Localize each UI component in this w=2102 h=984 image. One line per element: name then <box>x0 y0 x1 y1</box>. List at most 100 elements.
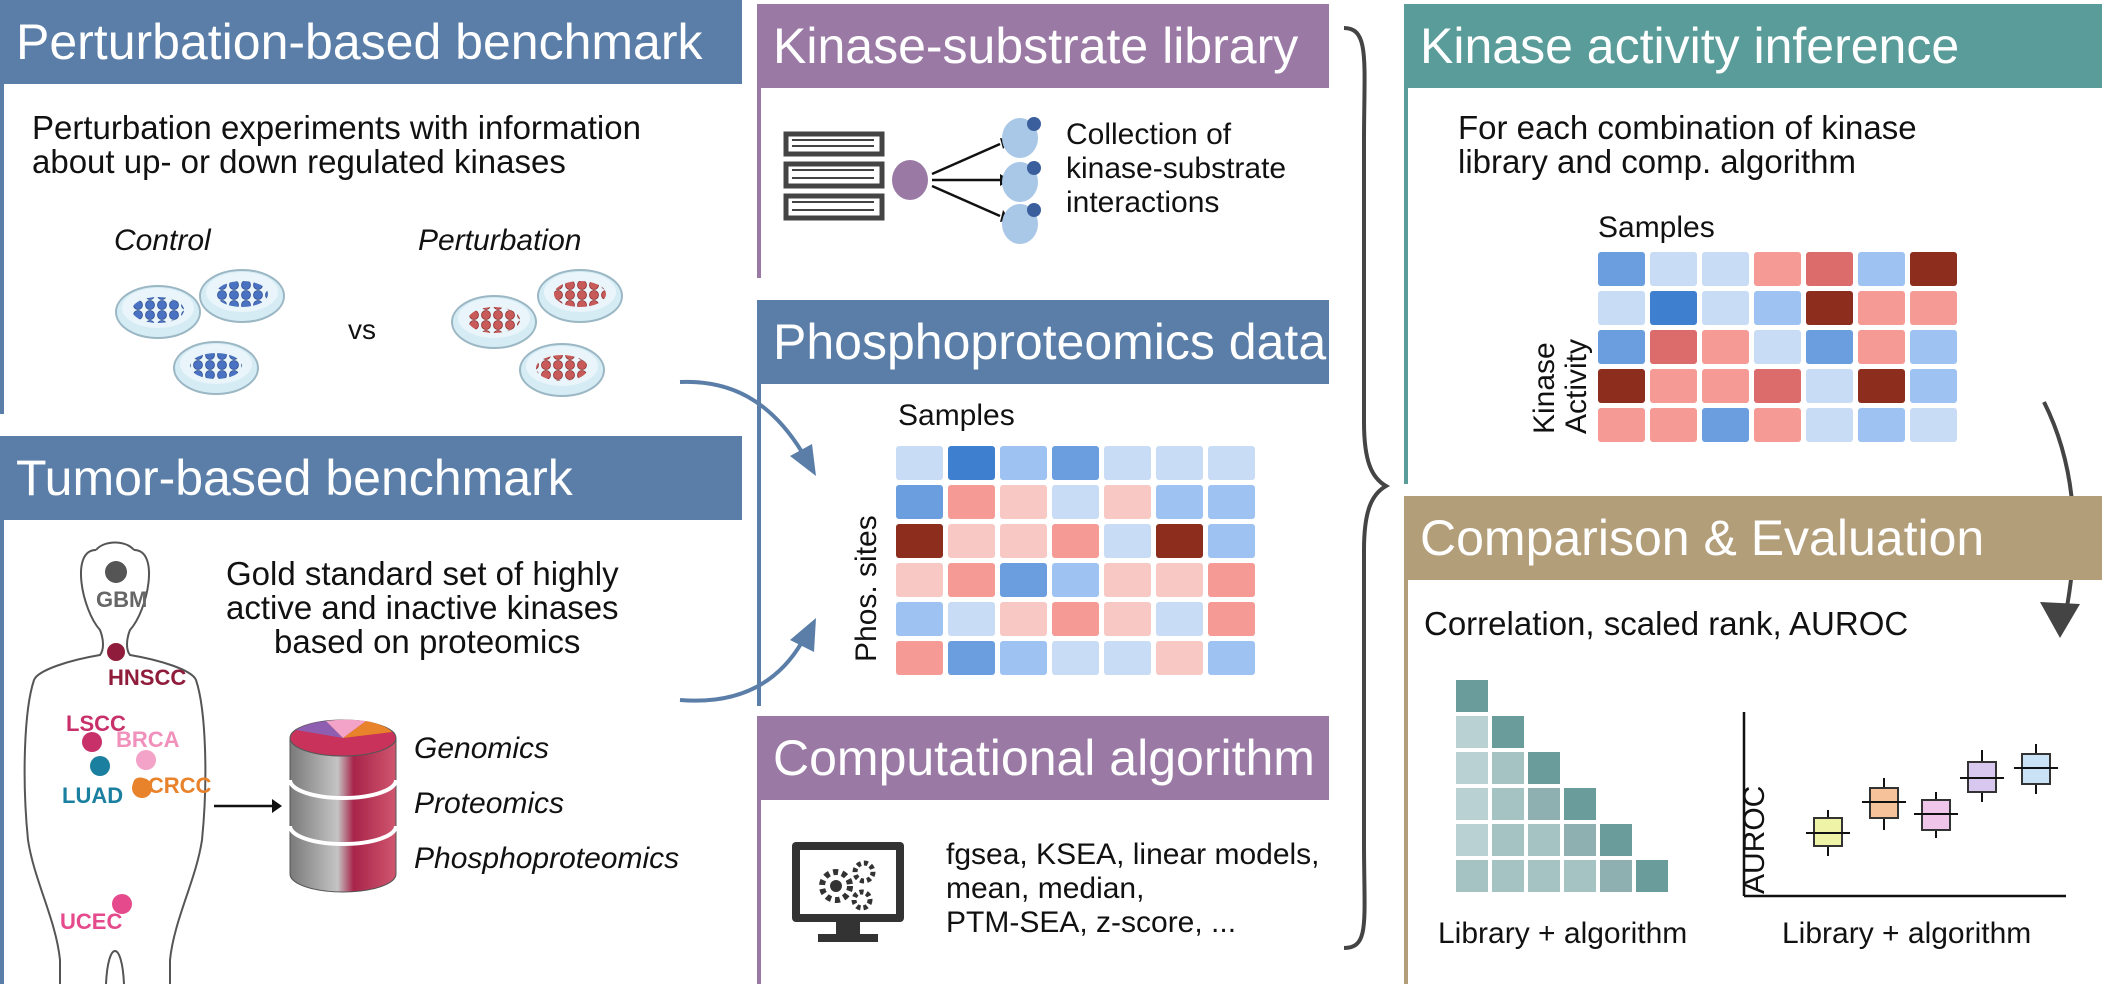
inference-heatmap-cell <box>1598 330 1645 364</box>
algorithm-banner: Computational algorithm <box>757 716 1329 800</box>
cancer-label-ccrcc: CCRCC <box>132 773 212 798</box>
perturbation-description-line2: about up- or down regulated kinases <box>32 143 566 180</box>
phospho-heatmap-cell <box>948 602 995 636</box>
cancer-label-ucec: UCEC <box>60 909 123 934</box>
tumor-description-line3: based on proteomics <box>274 623 581 660</box>
phospho-heatmap-cell <box>1104 524 1151 558</box>
svg-text:Kinase: Kinase <box>1528 342 1561 434</box>
box-5 <box>2014 744 2058 794</box>
phospho-heatmap-cell <box>1052 446 1099 480</box>
inference-heatmap-cell <box>1702 252 1749 286</box>
inference-heatmap-cell <box>1650 291 1697 325</box>
inference-heatmap-cell <box>1754 291 1801 325</box>
cancer-label-brca: BRCA <box>116 727 180 752</box>
omics-label-phosphoproteomics: Phosphoproteomics <box>414 842 680 875</box>
perturbation-left-border <box>0 84 4 414</box>
kinase-substrate-network-icon <box>892 117 1041 244</box>
phospho-heatmap-cell <box>1208 485 1255 519</box>
inference-heatmap-cell <box>1650 252 1697 286</box>
phospho-heatmap-cell <box>1000 563 1047 597</box>
phospho-heatmap-cell <box>1156 446 1203 480</box>
phospho-heatmap-cell <box>1104 446 1151 480</box>
inference-heatmap-cell <box>1806 408 1853 442</box>
box-4 <box>1960 750 2004 802</box>
algorithm-description-line3: PTM-SEA, z-score, ... <box>946 906 1237 939</box>
phospho-heatmap-cell <box>896 524 943 558</box>
box-3 <box>1914 792 1958 838</box>
control-dish-2 <box>199 269 285 323</box>
inference-heatmap-cell <box>1806 291 1853 325</box>
perturbation-description-line1: Perturbation experiments with informatio… <box>32 109 641 146</box>
inference-banner: Kinase activity inference <box>1404 4 2102 88</box>
phospho-heatmap-cell <box>1156 641 1203 675</box>
phospho-heatmap-cell <box>896 485 943 519</box>
correlation-triangle-matrix <box>1456 680 1668 892</box>
phospho-heatmap-cell <box>1052 485 1099 519</box>
inference-heatmap-cell <box>1702 330 1749 364</box>
inference-heatmap-cell <box>1858 330 1905 364</box>
evaluation-banner: Comparison & Evaluation <box>1404 496 2102 580</box>
inference-heatmap <box>1598 252 1957 442</box>
phospho-heatmap-cell <box>1208 641 1255 675</box>
phospho-banner: Phosphoproteomics data <box>757 300 1329 384</box>
phospho-heatmap-cell <box>1208 602 1255 636</box>
inference-heatmap-cell <box>1910 291 1957 325</box>
phospho-heatmap-cell <box>948 485 995 519</box>
omics-cylinder <box>288 719 398 893</box>
inference-heatmap-cell <box>1650 369 1697 403</box>
luad-marker <box>90 756 110 776</box>
brca-marker <box>136 750 156 770</box>
phospho-heatmap-cell <box>1052 641 1099 675</box>
library-description-line1: Collection of <box>1066 118 1232 151</box>
library-left-border <box>757 88 761 278</box>
phospho-heatmap-cell <box>1208 563 1255 597</box>
phospho-heatmap-cell <box>896 446 943 480</box>
inference-heatmap-cell <box>1858 408 1905 442</box>
inference-heatmap-cell <box>1754 330 1801 364</box>
phospho-heatmap <box>896 446 1255 675</box>
phospho-heatmap-cell <box>896 602 943 636</box>
algorithm-description-line2: mean, median, <box>946 872 1145 905</box>
phospho-heatmap-cell <box>1052 524 1099 558</box>
inference-heatmap-cell <box>1650 330 1697 364</box>
svg-text:Phos. sites: Phos. sites <box>850 515 883 662</box>
svg-text:AUROC: AUROC <box>1738 786 1771 894</box>
phospho-arrow-bottom <box>679 618 816 703</box>
inference-heatmap-cell <box>1754 408 1801 442</box>
inference-heatmap-cell <box>1754 252 1801 286</box>
phospho-heatmap-cell <box>1000 602 1047 636</box>
library-banner: Kinase-substrate library <box>757 4 1329 88</box>
inference-heatmap-cell <box>1858 369 1905 403</box>
phospho-heatmap-cell <box>1000 446 1047 480</box>
library-description-line2: kinase-substrate <box>1066 152 1287 185</box>
phospho-heatmap-cell <box>1156 563 1203 597</box>
inference-heatmap-cell <box>1754 369 1801 403</box>
evaluation-xlabel-left: Library + algorithm <box>1438 917 1688 950</box>
phospho-heatmap-cell <box>1156 602 1203 636</box>
inference-heatmap-cell <box>1910 408 1957 442</box>
control-dish-1 <box>115 285 201 339</box>
inference-heatmap-cell <box>1858 252 1905 286</box>
phospho-heatmap-cell <box>1104 641 1151 675</box>
phospho-heatmap-cell <box>948 524 995 558</box>
phospho-heatmap-cell <box>1052 563 1099 597</box>
inference-description-line2: library and comp. algorithm <box>1458 143 1856 180</box>
evaluation-description: Correlation, scaled rank, AUROC <box>1424 605 1909 642</box>
inference-heatmap-cell <box>1598 408 1645 442</box>
inference-left-border <box>1404 88 1408 484</box>
body-outline <box>23 541 207 984</box>
inference-heatmap-cell <box>1598 252 1645 286</box>
inference-samples-label: Samples <box>1598 211 1715 244</box>
phospho-heatmap-cell <box>948 641 995 675</box>
vs-label: vs <box>348 314 376 345</box>
inference-heatmap-cell <box>1910 252 1957 286</box>
phospho-samples-label: Samples <box>898 399 1015 432</box>
phospho-heatmap-cell <box>896 563 943 597</box>
auroc-boxplot <box>1742 712 2066 898</box>
perturbation-banner: Perturbation-based benchmark <box>0 0 742 84</box>
ccrcc-marker <box>132 778 152 798</box>
phospho-left-border <box>757 384 761 706</box>
inference-heatmap-cell <box>1910 369 1957 403</box>
phospho-heatmap-cell <box>1208 524 1255 558</box>
gbm-marker <box>105 561 127 583</box>
